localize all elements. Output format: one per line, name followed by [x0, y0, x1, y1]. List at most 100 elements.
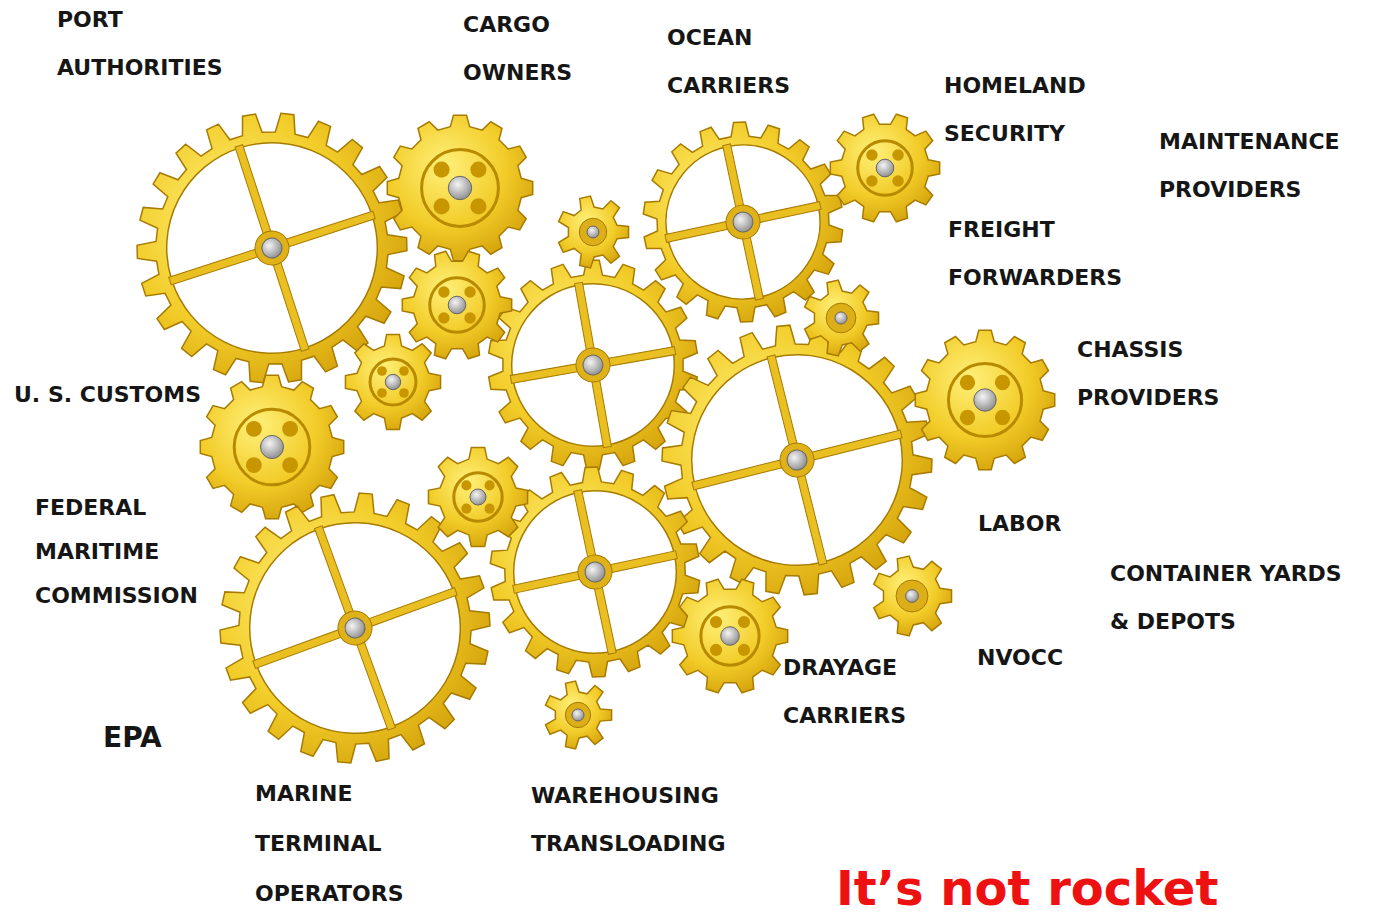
- gear-hub-ring: [251, 227, 294, 270]
- gear-body: [559, 196, 629, 268]
- gear-axle: [731, 210, 755, 234]
- gear-hub-ring: [575, 552, 615, 592]
- stakeholder-label: WAREHOUSING TRANSLOADING: [531, 772, 726, 868]
- gear: [387, 115, 532, 260]
- stakeholder-label: HOMELAND SECURITY: [944, 62, 1086, 158]
- gear-body: [672, 579, 787, 693]
- gear-ring: [234, 409, 310, 485]
- stakeholder-label: NVOCC: [977, 634, 1063, 682]
- gear-axle: [259, 235, 284, 260]
- gear-ring: [826, 303, 856, 333]
- gear-hole: [866, 149, 877, 160]
- stakeholder-label: CHASSIS PROVIDERS: [1077, 326, 1219, 422]
- gear-hole: [892, 175, 903, 186]
- gear: [672, 579, 787, 693]
- gear-hole: [246, 421, 262, 437]
- gear-ring: [948, 363, 1021, 436]
- gear-hole: [738, 644, 750, 656]
- stakeholder-label: FEDERAL MARITIME COMMISSION: [35, 486, 198, 618]
- stakeholder-label: OCEAN CARRIERS: [667, 14, 790, 110]
- stakeholder-label: U. S. CUSTOMS: [14, 371, 201, 419]
- gear-hole: [282, 421, 298, 437]
- gear-ring: [565, 702, 590, 727]
- gear-body: [830, 114, 939, 222]
- stakeholder-label: MARINE TERMINAL OPERATORS: [255, 769, 404, 919]
- gear-hub-ring: [776, 439, 817, 480]
- gear-axle: [583, 560, 607, 584]
- stakeholder-label: EPA: [103, 724, 162, 752]
- gear-hole: [438, 286, 449, 297]
- gear-hole: [399, 366, 409, 376]
- gear-hole: [738, 616, 750, 628]
- gear: [830, 114, 939, 222]
- gear-ring: [896, 580, 928, 612]
- gear-ring: [370, 359, 416, 405]
- gear-axle: [448, 296, 466, 314]
- gear-hole: [434, 198, 450, 214]
- gear-hub-ring: [723, 202, 763, 242]
- gear-axle: [721, 627, 740, 646]
- gear-hole: [246, 457, 262, 473]
- gear-hole: [470, 198, 486, 214]
- gear-ring: [454, 473, 502, 521]
- gear-hole: [399, 388, 409, 398]
- gear-axle: [448, 176, 471, 199]
- gear-hole: [710, 616, 722, 628]
- tagline: It’s not rocket: [836, 864, 1218, 912]
- gear: [874, 556, 952, 636]
- gear-hole: [461, 480, 471, 490]
- gear-body: [874, 556, 952, 636]
- gear-axle: [260, 435, 283, 458]
- gear-ring: [430, 278, 485, 333]
- gear-hole: [892, 149, 903, 160]
- gear-ring: [858, 141, 913, 196]
- gear-ring: [422, 150, 499, 227]
- gear-hole: [710, 644, 722, 656]
- gear-body: [402, 251, 511, 359]
- gear-body: [345, 334, 440, 429]
- gear-hole: [960, 410, 975, 425]
- gear-body: [387, 115, 532, 260]
- gear: [915, 330, 1054, 469]
- gear-axle: [342, 615, 368, 641]
- gear-axle: [785, 448, 809, 472]
- gear: [545, 681, 611, 749]
- gear-body: [915, 330, 1054, 469]
- gears: [102, 79, 1054, 801]
- gear-ring: [701, 607, 759, 665]
- gear-hole: [438, 312, 449, 323]
- stakeholder-label: CARGO OWNERS: [463, 1, 572, 97]
- gear: [402, 251, 511, 359]
- gear-hole: [470, 162, 486, 178]
- stakeholder-label: CONTAINER YARDS & DEPOTS: [1110, 550, 1362, 646]
- gear-hub-ring: [573, 345, 612, 384]
- gear-hole: [485, 480, 495, 490]
- gear: [559, 196, 629, 268]
- gear-axle: [974, 389, 996, 411]
- gear-axle: [835, 312, 847, 324]
- gear-axle: [385, 374, 400, 389]
- gear-hole: [464, 312, 475, 323]
- gear-axle: [876, 159, 894, 177]
- gear-hole: [960, 375, 975, 390]
- gear-body: [545, 681, 611, 749]
- gear-hole: [434, 162, 450, 178]
- gear: [345, 334, 440, 429]
- gear-hole: [464, 286, 475, 297]
- stakeholder-label: DRAYAGE CARRIERS: [783, 644, 906, 740]
- gear-axle: [470, 489, 486, 505]
- gear-hub-ring: [333, 606, 377, 650]
- gear-axle: [581, 353, 604, 376]
- gear-body: [428, 447, 527, 546]
- gear-hole: [282, 457, 298, 473]
- stakeholder-label: LABOR: [978, 500, 1061, 548]
- gear-hole: [866, 175, 877, 186]
- stakeholder-label: PORT AUTHORITIES: [57, 0, 223, 92]
- gear-hole: [377, 366, 387, 376]
- gear-axle: [572, 709, 584, 721]
- gear-hole: [377, 388, 387, 398]
- gear-body: [805, 280, 879, 356]
- gear-hole: [995, 410, 1010, 425]
- gear-hole: [485, 504, 495, 514]
